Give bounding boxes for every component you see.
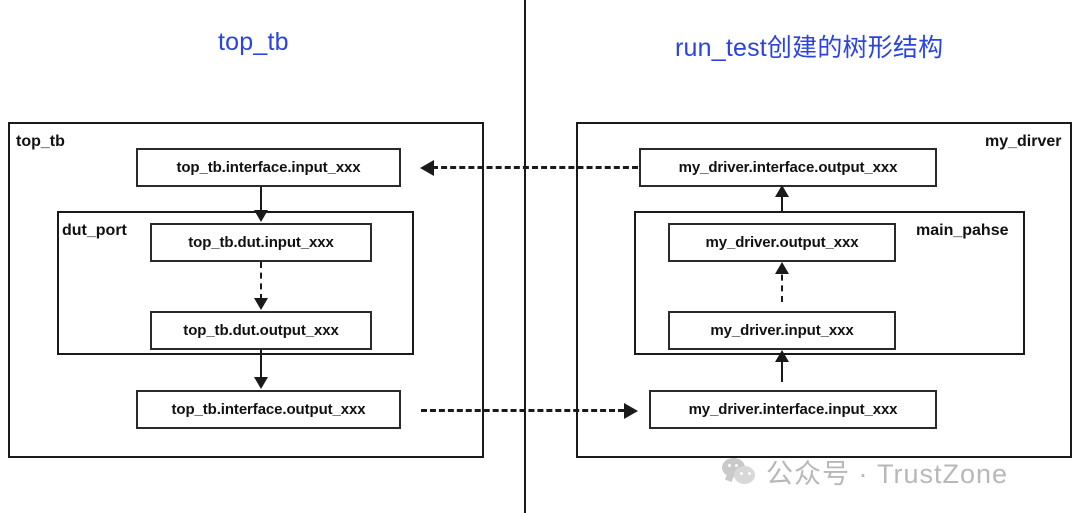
node-top-tb-dut-output[interactable]: top_tb.dut.output_xxx (150, 311, 372, 350)
node-my-driver-interface-input[interactable]: my_driver.interface.input_xxx (649, 390, 937, 429)
group-label-top-tb: top_tb (16, 133, 65, 150)
arrowhead-if-in-to-dut-in (254, 210, 268, 222)
connector-drv-out-to-if-out (781, 187, 783, 212)
node-top-tb-interface-input[interactable]: top_tb.interface.input_xxx (136, 148, 401, 187)
arrowhead-dut-out-to-if-out (254, 377, 268, 389)
connector-drv-if-in-to-drv-in (781, 352, 783, 382)
group-dut-port (57, 211, 414, 355)
connector-dut-out-to-if-out (260, 350, 262, 380)
wechat-icon (722, 457, 756, 486)
group-my-driver (576, 122, 1072, 458)
node-my-driver-output[interactable]: my_driver.output_xxx (668, 223, 896, 262)
node-my-driver-interface-output[interactable]: my_driver.interface.output_xxx (639, 148, 937, 187)
node-top-tb-dut-input[interactable]: top_tb.dut.input_xxx (150, 223, 372, 262)
arrowhead-cross-link-bottom (624, 403, 638, 419)
center-divider (524, 0, 526, 513)
connector-drv-in-to-drv-out (781, 264, 783, 302)
group-top-tb (8, 122, 484, 458)
node-top-tb-interface-output[interactable]: top_tb.interface.output_xxx (136, 390, 401, 429)
group-main-phase (634, 211, 1025, 355)
cross-link-bottom (421, 409, 624, 412)
left-panel-title: top_tb (218, 28, 289, 56)
arrowhead-drv-in-to-drv-out (775, 262, 789, 274)
cross-link-top (432, 166, 638, 169)
right-panel-title: run_test创建的树形结构 (675, 34, 944, 62)
arrowhead-dut-in-to-dut-out (254, 298, 268, 310)
connector-if-in-to-dut-in (260, 187, 262, 212)
group-label-dut-port: dut_port (62, 222, 127, 239)
connector-dut-in-to-dut-out (260, 262, 262, 300)
arrowhead-drv-out-to-if-out (775, 185, 789, 197)
group-label-my-driver: my_dirver (985, 133, 1062, 150)
group-label-main-phase: main_pahse (916, 222, 1009, 239)
arrowhead-drv-if-in-to-drv-in (775, 350, 789, 362)
node-my-driver-input[interactable]: my_driver.input_xxx (668, 311, 896, 350)
arrowhead-cross-link-top (420, 160, 434, 176)
